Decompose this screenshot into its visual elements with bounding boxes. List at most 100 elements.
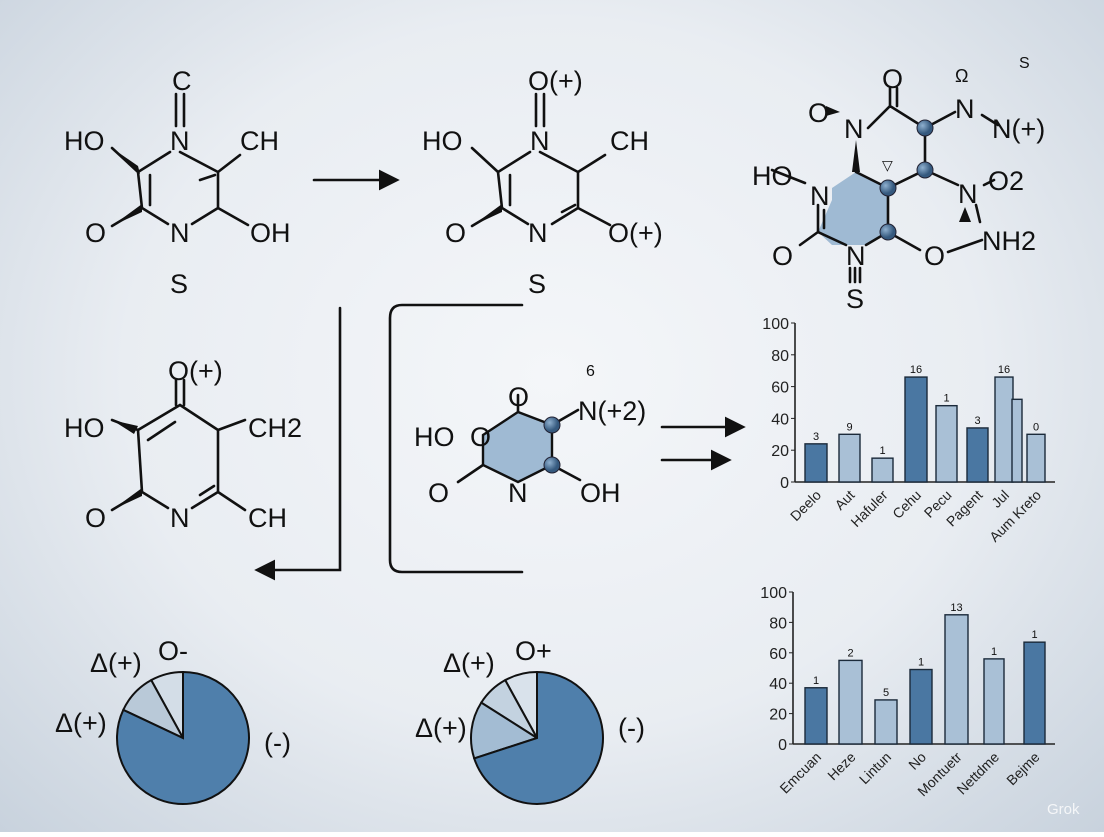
y-tick-label: 100 xyxy=(760,585,787,602)
bar xyxy=(904,376,928,483)
bar xyxy=(838,433,861,483)
atom-label: O xyxy=(508,382,529,412)
bracket xyxy=(388,303,524,574)
bar-data-label: 1 xyxy=(943,393,949,405)
atom-label: CH xyxy=(610,126,649,156)
bar xyxy=(994,376,1014,483)
y-tick-label: 40 xyxy=(771,411,789,428)
grok-watermark: Grok xyxy=(1047,801,1080,818)
bar xyxy=(1011,398,1023,483)
atom-label: CH xyxy=(248,503,287,533)
pie-label: Δ(+) xyxy=(90,648,142,678)
atom-label: NH2 xyxy=(982,226,1036,256)
atom-label: OH xyxy=(250,218,291,248)
bar-data-label: 1 xyxy=(879,445,885,457)
molecule-top-middle: O(+) N HO CH O N O(+) S xyxy=(422,66,663,299)
bar xyxy=(935,404,958,483)
bar xyxy=(983,658,1005,745)
atom-label: N xyxy=(528,218,548,248)
pie-label: Δ(+) xyxy=(55,708,107,738)
atom-label: S xyxy=(170,269,188,299)
bar xyxy=(966,427,989,483)
atom-label: O xyxy=(772,241,793,271)
bar xyxy=(838,659,863,745)
atom-label: N xyxy=(170,218,190,248)
atom-label: O xyxy=(882,64,903,94)
x-category-label: Heze xyxy=(824,749,859,784)
bar xyxy=(944,614,969,745)
bar-chart-bottom: 0204060801001Emcuan2Heze5Lintun1No13Mont… xyxy=(760,585,1055,799)
atom-node xyxy=(916,161,934,179)
pie-chart-left: Δ(+) O- Δ(+) (-) xyxy=(55,636,291,805)
bar xyxy=(871,457,894,483)
bar-chart-top: 0204060801003Deelo9Aut1Hafuler16Cehu1Pec… xyxy=(762,316,1055,545)
bar-data-label: 1 xyxy=(1031,629,1037,641)
atom-node xyxy=(879,223,897,241)
bar-data-label: 1 xyxy=(813,675,819,687)
atom-label: O(+) xyxy=(168,356,223,386)
atom-node xyxy=(543,416,561,434)
molecule-top-right: O O N Ω N N(+) S HO N N O2 NH2 O N O S ▽ xyxy=(752,55,1045,314)
molecule-mid-left: O(+) HO CH2 O N CH xyxy=(64,356,302,533)
bar-data-label: 3 xyxy=(813,431,819,443)
atom-label: S xyxy=(846,284,864,314)
pie-label: (-) xyxy=(618,713,645,743)
bar-data-label: 1 xyxy=(918,657,924,669)
pie-label: O+ xyxy=(515,636,552,666)
bar-data-label: 13 xyxy=(950,602,962,614)
atom-label: ▽ xyxy=(882,157,893,173)
bar xyxy=(874,699,898,745)
x-category-label: Emcuan xyxy=(776,749,824,797)
atom-label: N xyxy=(955,94,975,124)
atom-label: HO xyxy=(752,161,793,191)
atom-label: O(+) xyxy=(608,218,663,248)
atom-label: HO xyxy=(64,126,105,156)
pie-chart-right: Δ(+) O+ Δ(+) (-) xyxy=(415,636,645,805)
y-tick-label: 20 xyxy=(769,707,787,724)
atom-label: O xyxy=(924,241,945,271)
bracket-arrow-left xyxy=(254,306,342,581)
atom-label: N xyxy=(846,241,866,271)
x-category-label: Nettdme xyxy=(953,749,1002,798)
bar-data-label: 16 xyxy=(910,364,922,376)
pie-label: Δ(+) xyxy=(443,648,495,678)
x-category-label: Jul xyxy=(988,487,1012,511)
bar-data-label: 9 xyxy=(846,421,852,433)
bar-data-label: 5 xyxy=(883,687,889,699)
bar-data-label: 16 xyxy=(998,364,1010,376)
atom-label: S xyxy=(528,269,546,299)
atom-label: C xyxy=(172,66,192,96)
x-category-label: Deelo xyxy=(787,487,824,524)
atom-label: O xyxy=(808,98,829,128)
x-category-label: Bejme xyxy=(1003,749,1043,789)
x-category-label: Aut xyxy=(831,487,857,513)
atom-label: N(+2) xyxy=(578,396,646,426)
bar xyxy=(909,668,933,745)
y-tick-label: 40 xyxy=(769,676,787,693)
molecule-top-left: C N HO CH O N OH S xyxy=(64,66,291,299)
bar xyxy=(1023,641,1046,745)
pie-label: (-) xyxy=(264,728,291,758)
bar xyxy=(804,443,828,483)
atom-node xyxy=(543,456,561,474)
atom-label: HO xyxy=(422,126,463,156)
atom-label: HO xyxy=(414,422,455,452)
pie-slice xyxy=(470,701,540,760)
atom-label: O xyxy=(85,503,106,533)
atom-label: CH2 xyxy=(248,413,302,443)
atom-label: O xyxy=(470,422,491,452)
atom-label: N xyxy=(958,179,978,209)
atom-label: N xyxy=(170,126,190,156)
atom-label: N xyxy=(810,181,830,211)
atom-label: O xyxy=(428,478,449,508)
y-tick-label: 60 xyxy=(771,380,789,397)
y-tick-label: 0 xyxy=(778,737,787,754)
x-category-label: No xyxy=(905,749,929,773)
x-category-label: Cehu xyxy=(889,487,924,522)
atom-label: CH xyxy=(240,126,279,156)
bar-data-label: 0 xyxy=(1033,421,1039,433)
atom-label: OH xyxy=(580,478,621,508)
atom-label: HO xyxy=(64,413,105,443)
